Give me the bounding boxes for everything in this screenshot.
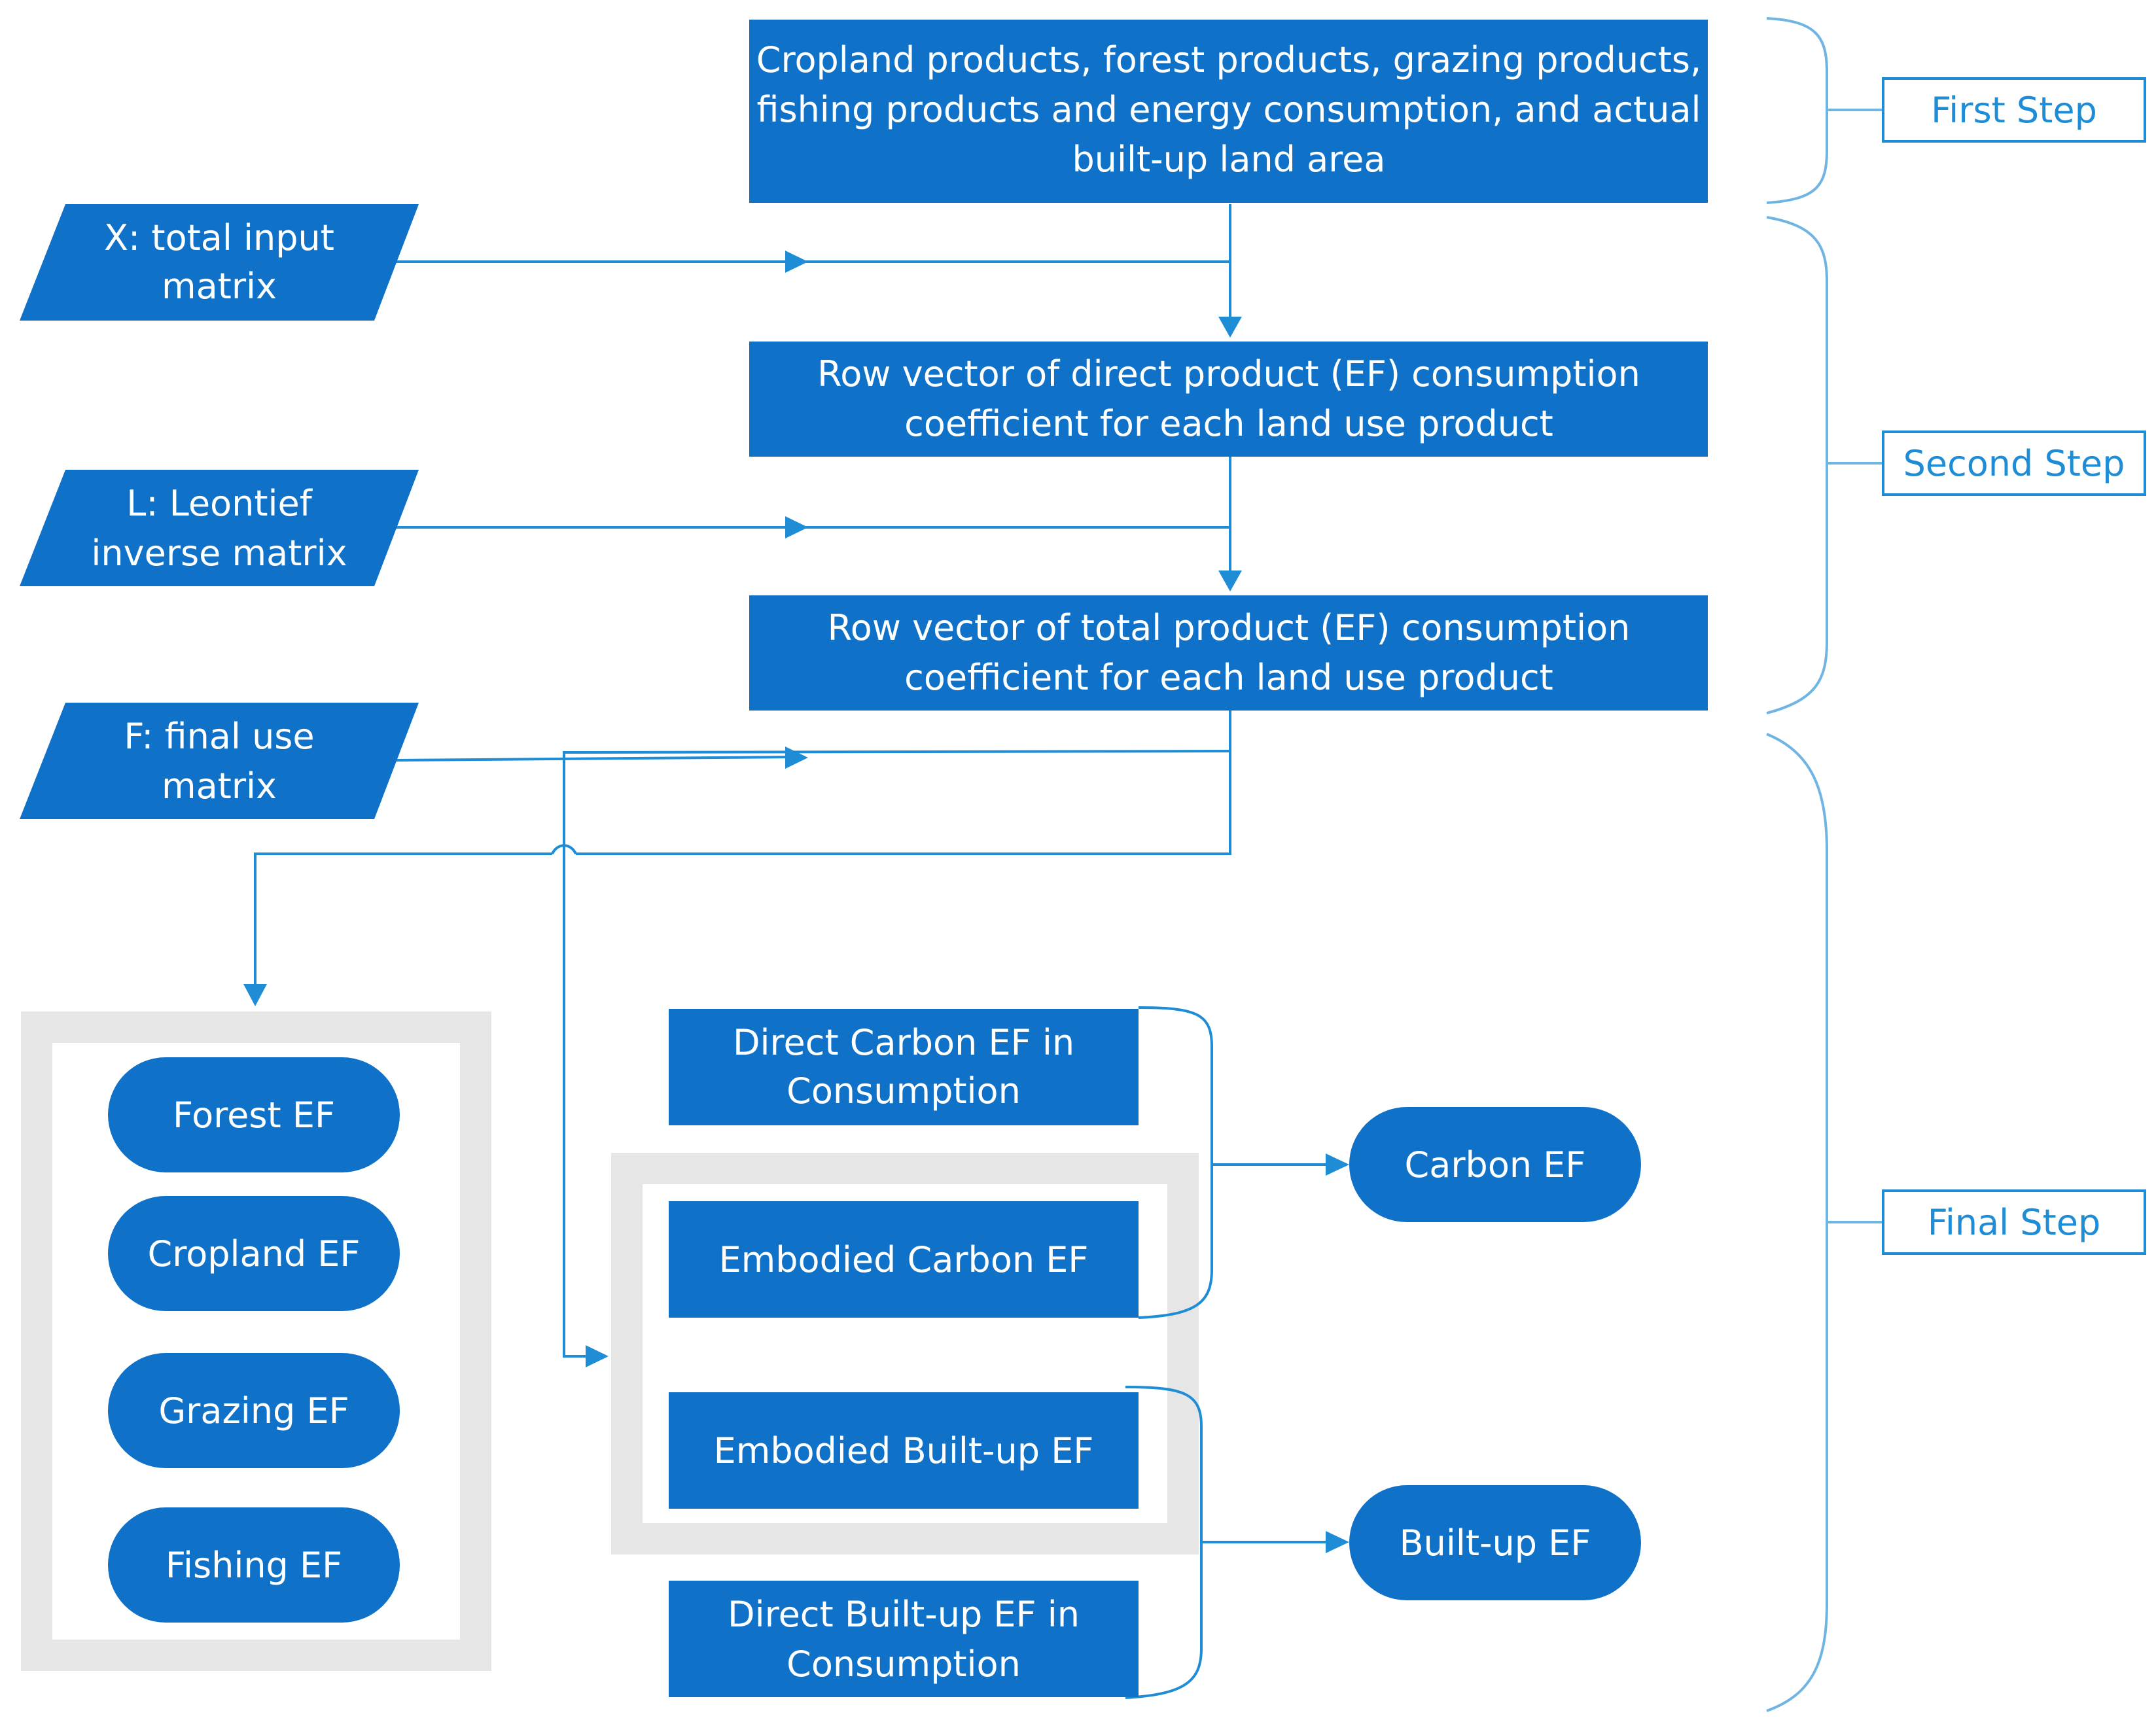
result-builtup-ef-label: Built-up EF bbox=[1400, 1522, 1591, 1564]
arrow-head-carbon bbox=[1326, 1153, 1349, 1176]
direct-carbon-line-2: Consumption bbox=[786, 1070, 1021, 1112]
result-builtup-ef: Built-up EF bbox=[1349, 1485, 1641, 1600]
x-matrix-line-2: matrix bbox=[162, 266, 277, 307]
f-matrix-input: F: final use matrix bbox=[20, 703, 419, 819]
step-second-label: Second Step bbox=[1903, 443, 2125, 484]
brace-first-step bbox=[1766, 17, 1828, 204]
step-first-label: First Step bbox=[1931, 90, 2097, 131]
arrow-head-f-matrix bbox=[785, 747, 808, 769]
pill-fishing-ef-label: Fishing EF bbox=[166, 1545, 342, 1586]
direct-carbon-box: Direct Carbon EF in Consumption bbox=[669, 1009, 1139, 1125]
step-second: Second Step bbox=[1882, 430, 2146, 496]
direct-coefficient-box: Row vector of direct product (EF) consum… bbox=[749, 342, 1708, 457]
brace-second-step bbox=[1766, 216, 1828, 714]
pill-cropland-ef-label: Cropland EF bbox=[148, 1233, 361, 1274]
direct-builtup-line-2: Consumption bbox=[786, 1643, 1021, 1685]
direct-coefficient-line-2: coefficient for each land use product bbox=[904, 403, 1553, 444]
pill-cropland-ef: Cropland EF bbox=[108, 1196, 400, 1311]
total-coefficient-line-1: Row vector of total product (EF) consump… bbox=[828, 607, 1631, 648]
connector-total-to-land-types bbox=[576, 711, 1231, 855]
land-type-group-frame bbox=[21, 1011, 491, 1671]
brace-builtup bbox=[1125, 1386, 1203, 1699]
embodied-builtup-box: Embodied Built-up EF bbox=[669, 1392, 1139, 1509]
pill-forest-ef: Forest EF bbox=[108, 1057, 400, 1172]
embodied-builtup-label: Embodied Built-up EF bbox=[714, 1430, 1094, 1471]
brace-carbon bbox=[1138, 1006, 1213, 1319]
arrow-head-embodied bbox=[586, 1345, 609, 1367]
step-first: First Step bbox=[1882, 77, 2146, 143]
source-data-line-2: fishing products and energy consumption,… bbox=[756, 89, 1701, 130]
f-matrix-line-2: matrix bbox=[162, 765, 277, 807]
result-carbon-ef-label: Carbon EF bbox=[1405, 1144, 1586, 1186]
arrow-head-land-types bbox=[243, 984, 267, 1006]
f-matrix-line-1: F: final use bbox=[124, 716, 314, 757]
pill-fishing-ef: Fishing EF bbox=[108, 1507, 400, 1623]
l-matrix-line-2: inverse matrix bbox=[91, 533, 347, 574]
l-matrix-line-1: L: Leontief bbox=[126, 483, 313, 524]
connector-f-matrix bbox=[395, 756, 796, 762]
source-data-box: Cropland products, forest products, graz… bbox=[749, 20, 1708, 203]
step-final: Final Step bbox=[1882, 1189, 2146, 1255]
direct-builtup-box: Direct Built-up EF in Consumption bbox=[669, 1581, 1139, 1697]
x-matrix-input: X: total input matrix bbox=[20, 204, 419, 321]
embodied-carbon-box: Embodied Carbon EF bbox=[669, 1201, 1139, 1318]
result-carbon-ef: Carbon EF bbox=[1349, 1107, 1641, 1222]
direct-carbon-line-1: Direct Carbon EF in bbox=[733, 1022, 1074, 1063]
connector-land-types-drop bbox=[254, 852, 552, 987]
embodied-carbon-label: Embodied Carbon EF bbox=[719, 1239, 1089, 1280]
direct-builtup-line-1: Direct Built-up EF in bbox=[728, 1594, 1080, 1635]
pill-forest-ef-label: Forest EF bbox=[173, 1095, 335, 1136]
pill-grazing-ef-label: Grazing EF bbox=[158, 1390, 349, 1432]
arrow-head-l-matrix bbox=[785, 516, 808, 538]
source-data-line-1: Cropland products, forest products, graz… bbox=[756, 39, 1701, 80]
total-coefficient-box: Row vector of total product (EF) consump… bbox=[749, 595, 1708, 711]
arrow-head-direct bbox=[1218, 317, 1242, 338]
x-matrix-line-1: X: total input bbox=[104, 217, 334, 258]
arrow-head-builtup bbox=[1326, 1531, 1349, 1553]
brace-final-step bbox=[1766, 733, 1828, 1712]
step-final-label: Final Step bbox=[1928, 1202, 2101, 1243]
source-data-line-3: built-up land area bbox=[1072, 139, 1385, 180]
arrow-head-x-matrix bbox=[785, 251, 808, 273]
l-matrix-input: L: Leontief inverse matrix bbox=[20, 470, 419, 586]
direct-coefficient-line-1: Row vector of direct product (EF) consum… bbox=[817, 353, 1640, 395]
total-coefficient-line-2: coefficient for each land use product bbox=[904, 657, 1553, 698]
embodied-group-frame bbox=[611, 1153, 1199, 1555]
arrow-head-total bbox=[1218, 571, 1242, 591]
connector-total-to-embodied bbox=[563, 750, 1231, 1358]
pill-grazing-ef: Grazing EF bbox=[108, 1353, 400, 1468]
